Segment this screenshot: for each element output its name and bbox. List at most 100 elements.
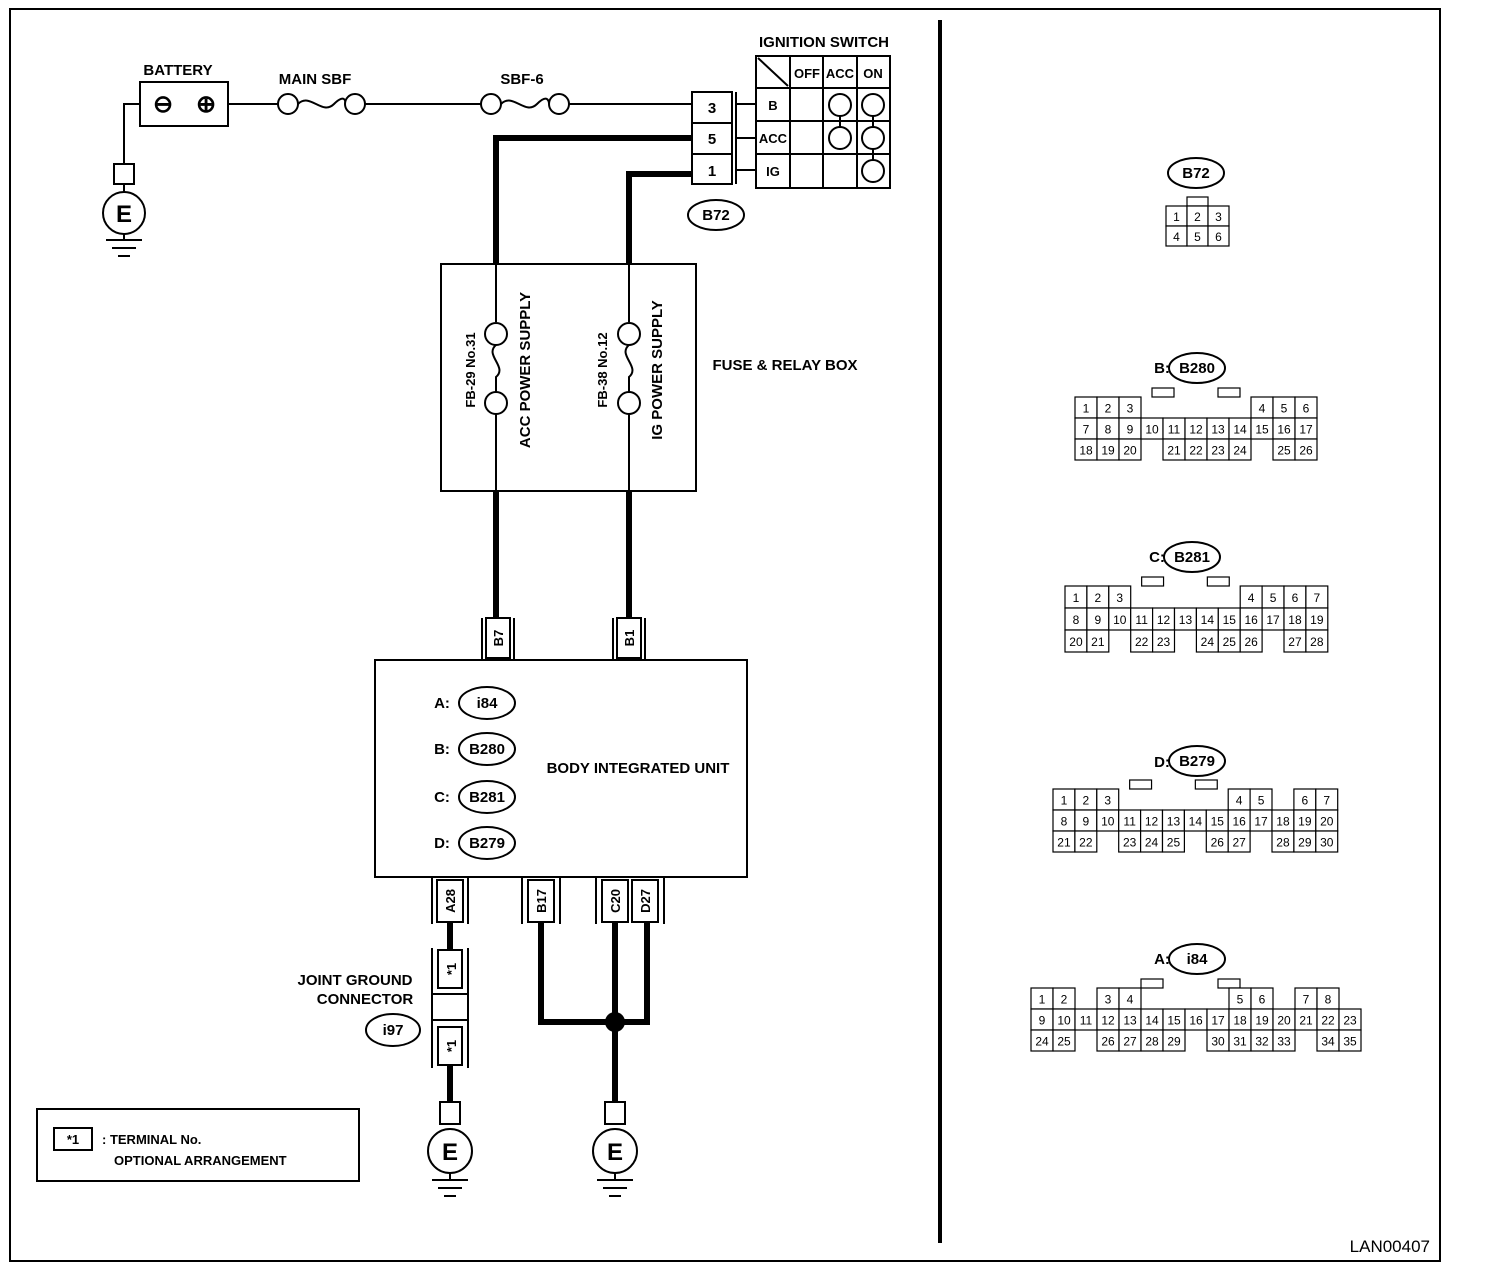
connector-pin-number: 25 — [1057, 1035, 1071, 1049]
biu-pin-c20-d27: C20 D27 — [595, 877, 665, 924]
biu-conn-b-name: B280 — [469, 741, 505, 758]
connector-pin-number: 22 — [1135, 635, 1149, 649]
connector-pin-number: 5 — [1194, 230, 1201, 244]
connector-pin-number: 9 — [1127, 423, 1134, 437]
b280-prefix: B: — [1154, 360, 1170, 377]
connector-pin-number: 14 — [1145, 1014, 1159, 1028]
connector-pin-number: 17 — [1299, 423, 1313, 437]
connector-pin-number: 22 — [1189, 444, 1203, 458]
connector-pin-number: 25 — [1223, 635, 1237, 649]
connector-pin-number: 3 — [1116, 591, 1123, 605]
fuse-box-label: FUSE & RELAY BOX — [712, 357, 857, 374]
b280-face-label: B280 — [1179, 360, 1215, 377]
connector-pin-number: 12 — [1101, 1014, 1115, 1028]
pin-a28-label: A28 — [443, 889, 458, 913]
connector-pin-number: 17 — [1211, 1014, 1225, 1028]
i97-terminal-bottom: *1 — [444, 1040, 459, 1052]
biu-conn-d-prefix: D: — [434, 835, 450, 852]
ign-row-b: B — [768, 98, 777, 113]
connector-pin-number: 6 — [1303, 402, 1310, 416]
fuse-relay-box: FUSE & RELAY BOX FB-29 No.31 ACC POWER S… — [440, 263, 858, 492]
diagram-frame — [9, 8, 1441, 1262]
connector-pin-cell — [1074, 830, 1098, 853]
connector-pin-number: 35 — [1343, 1035, 1357, 1049]
joint-ground-line2: CONNECTOR — [317, 991, 414, 1008]
connector-key-tab — [1194, 779, 1218, 790]
connector-key-tab — [1186, 196, 1209, 207]
ground-e-label-biu: E — [607, 1139, 623, 1166]
connector-pin-cell — [1052, 1029, 1076, 1052]
connector-key-tab — [1129, 779, 1153, 790]
i84-face-label: i84 — [1187, 951, 1209, 968]
connector-pin-cell — [1207, 225, 1230, 247]
sbf-6: SBF-6 — [480, 71, 570, 115]
connector-pin-number: 14 — [1233, 423, 1247, 437]
connector-pin-number: 18 — [1233, 1014, 1247, 1028]
connector-pin-number: 11 — [1080, 1014, 1093, 1028]
connector-pin-number: 9 — [1039, 1014, 1046, 1028]
joint-ground-connector: JOINT GROUND CONNECTOR i97 *1 *1 — [297, 948, 469, 1068]
connector-key-tab — [1217, 387, 1241, 398]
connector-pin-number: 31 — [1233, 1035, 1247, 1049]
connector-key-tab — [1217, 978, 1241, 989]
connector-pin-number: 12 — [1157, 613, 1171, 627]
connector-pin-number: 23 — [1157, 635, 1171, 649]
connector-pin-number: 5 — [1281, 402, 1288, 416]
connector-pin-number: 2 — [1095, 591, 1102, 605]
connector-pin-number: 27 — [1123, 1035, 1137, 1049]
connector-pin-number: 6 — [1302, 794, 1309, 808]
connector-pin-number: 9 — [1095, 613, 1102, 627]
connector-pin-number: 2 — [1061, 993, 1068, 1007]
splice-dot — [605, 1012, 625, 1032]
biu-pin-b1: B1 — [612, 617, 646, 660]
pin-b7-label: B7 — [491, 630, 506, 647]
connector-pin-number: 34 — [1321, 1035, 1335, 1049]
connector-pin-cell — [1118, 438, 1142, 461]
fuse1-id: FB-29 No.31 — [463, 332, 478, 407]
connector-pin-number: 7 — [1323, 794, 1330, 808]
biu-conn-c-prefix: C: — [434, 789, 450, 806]
biu-pin-a28: A28 — [431, 877, 469, 924]
connector-pin-number: 20 — [1069, 635, 1083, 649]
connector-pin-number: 27 — [1288, 635, 1302, 649]
connector-pin-number: 19 — [1255, 1014, 1269, 1028]
connector-key-tab — [1206, 576, 1230, 587]
connector-pin-cell — [1228, 438, 1252, 461]
fuse1-name: ACC POWER SUPPLY — [517, 292, 534, 448]
connector-pin-number: 4 — [1236, 794, 1243, 808]
ign-pin-1: 1 — [708, 163, 716, 180]
connector-pin-number: 13 — [1211, 423, 1225, 437]
connector-pin-number: 15 — [1255, 423, 1269, 437]
connector-pin-number: 2 — [1194, 210, 1201, 224]
connector-pin-number: 24 — [1035, 1035, 1049, 1049]
ign-col-acc: ACC — [826, 66, 855, 81]
connector-pin-number: 9 — [1083, 815, 1090, 829]
biu-conn-c-name: B281 — [469, 789, 505, 806]
legend-box: *1 : TERMINAL No. OPTIONAL ARRANGEMENT — [36, 1108, 360, 1182]
body-integrated-unit: BODY INTEGRATED UNIT A: i84 B: B280 C: B… — [374, 659, 748, 878]
b279-face-label: B279 — [1179, 753, 1215, 770]
ground-e-label: E — [116, 201, 132, 228]
connector-pin-number: 16 — [1189, 1014, 1203, 1028]
connector-pin-number: 32 — [1255, 1035, 1269, 1049]
connector-pin-number: 6 — [1292, 591, 1299, 605]
legend-line2: OPTIONAL ARRANGEMENT — [114, 1153, 287, 1168]
connector-pin-number: 26 — [1244, 635, 1258, 649]
connector-pin-number: 23 — [1211, 444, 1225, 458]
connector-pin-number: 1 — [1061, 794, 1068, 808]
connector-pin-number: 7 — [1314, 591, 1321, 605]
pin-c20-label: C20 — [608, 889, 623, 913]
connector-pin-number: 11 — [1168, 423, 1181, 437]
connector-pin-number: 16 — [1277, 423, 1291, 437]
battery-plus-icon: ⊕ — [196, 91, 216, 118]
connector-pin-number: 12 — [1145, 815, 1159, 829]
b279-prefix: D: — [1154, 754, 1170, 771]
connector-pin-number: 1 — [1083, 402, 1090, 416]
connector-pin-cell — [1239, 629, 1263, 653]
connector-pin-number: 19 — [1298, 815, 1312, 829]
connector-pin-number: 10 — [1113, 613, 1127, 627]
connector-pin-number: 12 — [1189, 423, 1203, 437]
connector-pin-number: 19 — [1310, 613, 1324, 627]
